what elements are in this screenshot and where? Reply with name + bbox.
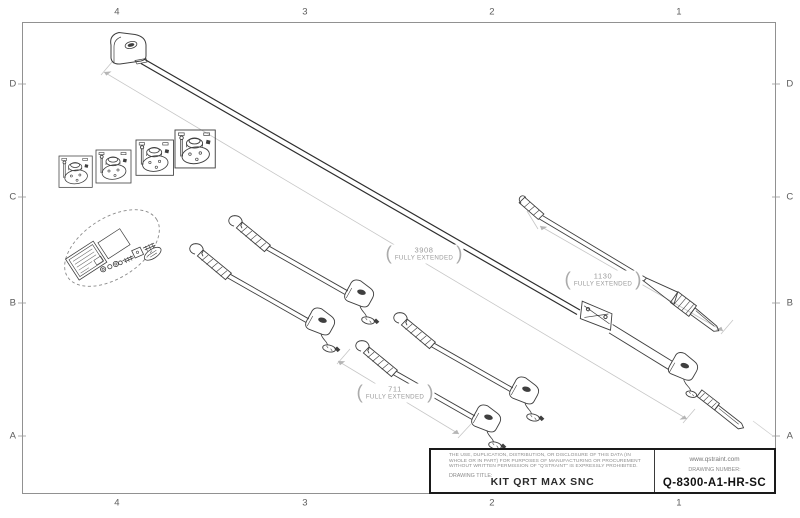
anchor-pod-view-2 xyxy=(95,149,132,184)
zone-col-bottom-2: 2 xyxy=(489,497,495,509)
dimension-1130: ( 1130 FULLY EXTENDED ) xyxy=(563,269,643,291)
floor-anchor-assembly-art xyxy=(579,300,745,430)
title-block: THE USE, DUPLICATION, DISTRIBUTION, OR D… xyxy=(429,448,776,494)
paren-open: ( xyxy=(385,243,392,265)
main-retractor-art xyxy=(110,31,148,65)
zone-row-right-b: B xyxy=(786,297,794,309)
dimension-3908: ( 3908 FULLY EXTENDED ) xyxy=(384,243,464,265)
zone-col-bottom-4: 4 xyxy=(114,497,120,509)
zone-col-bottom-1: 1 xyxy=(676,497,682,509)
zone-col-top-4: 4 xyxy=(114,6,120,18)
anchor-pod-view-3 xyxy=(135,139,174,176)
dimension-label: FULLY EXTENDED xyxy=(573,280,633,288)
zone-row-right-c: C xyxy=(786,191,794,203)
main-belt-art xyxy=(140,58,581,316)
dimension-label: FULLY EXTENDED xyxy=(394,254,454,262)
dimension-711: ( 711 FULLY EXTENDED ) xyxy=(355,382,435,404)
zone-col-top-2: 2 xyxy=(489,6,495,18)
title-block-right-cell: www.qstraint.com DRAWING NUMBER: Q-8300-… xyxy=(655,450,774,492)
paren-open: ( xyxy=(564,269,571,291)
dimension-value: 711 xyxy=(388,384,402,394)
paren-close: ) xyxy=(427,382,434,404)
tiedown-strap-3 xyxy=(380,307,558,428)
title-block-left-cell: THE USE, DUPLICATION, DISTRIBUTION, OR D… xyxy=(431,450,655,492)
zone-col-bottom-3: 3 xyxy=(302,497,308,509)
website-text: www.qstraint.com xyxy=(689,456,740,463)
lap-belt-art xyxy=(518,195,720,332)
hardware-kit-detail xyxy=(64,209,162,287)
tiedown-strap-1 xyxy=(215,210,393,331)
drawing-title-label: DRAWING TITLE: xyxy=(449,472,493,479)
legal-notice-line3: WITHOUT WRITTEN PERMISSION OF "Q'STRAINT… xyxy=(449,464,638,470)
zone-row-right-d: D xyxy=(786,78,794,90)
legal-notice-line2: WHOLE OR IN PART) FOR PURPOSES OF MANUFA… xyxy=(449,458,641,464)
zone-ticks xyxy=(18,83,780,437)
drawing-number: Q-8300-A1-HR-SC xyxy=(662,477,767,489)
paren-close: ) xyxy=(456,243,463,265)
anchor-pod-view-4 xyxy=(174,129,216,169)
zone-row-left-b: B xyxy=(9,297,17,309)
tiedown-strap-2 xyxy=(176,238,354,359)
paren-close: ) xyxy=(635,269,642,291)
paren-open: ( xyxy=(356,382,363,404)
drawing-number-label: DRAWING NUMBER: xyxy=(688,467,741,473)
dimension-arrows xyxy=(104,71,723,434)
dimension-label: FULLY EXTENDED xyxy=(365,393,425,401)
zone-row-left-d: D xyxy=(9,78,17,90)
sheet-border xyxy=(22,22,776,494)
zone-col-top-1: 1 xyxy=(676,6,682,18)
anchor-pod-view-1 xyxy=(58,155,93,188)
zone-row-right-a: A xyxy=(786,430,794,442)
legal-notice-line1: THE USE, DUPLICATION, DISTRIBUTION, OR D… xyxy=(449,453,631,458)
zone-row-left-a: A xyxy=(9,430,17,442)
dimension-value: 3908 xyxy=(414,245,434,255)
zone-row-left-c: C xyxy=(9,191,17,203)
drawing-title: KIT QRT MAX SNC xyxy=(490,476,595,488)
zone-col-top-3: 3 xyxy=(302,6,308,18)
dimension-value: 1130 xyxy=(593,271,613,281)
